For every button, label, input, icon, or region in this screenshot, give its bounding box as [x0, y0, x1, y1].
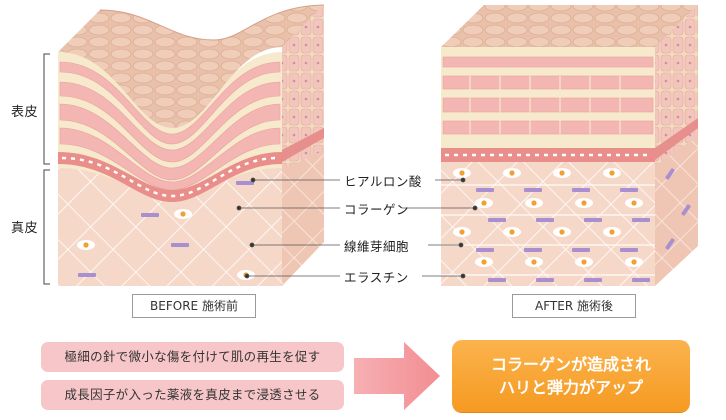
hyaluronic-acid-label: ヒアルロン酸	[344, 174, 422, 189]
before-caption: BEFORE 施術前	[132, 294, 256, 318]
before-skin-block	[58, 4, 325, 286]
elastin-label: エラスチン	[344, 270, 409, 285]
layer-brackets	[43, 53, 50, 285]
epidermis-label: 表皮	[11, 105, 39, 120]
collagen-label: コラーゲン	[344, 202, 410, 217]
fibroblast-label: 線維芽細胞	[344, 239, 410, 254]
step-needle-box: 極細の針で微小な傷を付けて肌の再生を促す	[41, 342, 344, 372]
step-growth-factor-box: 成長因子が入った薬液を真皮まで浸透させる	[41, 380, 344, 410]
result-line-2: ハリと弾力がアップ	[498, 378, 643, 397]
after-skin-block	[441, 5, 698, 286]
leader-lines	[236, 177, 478, 279]
dermis-label: 真皮	[11, 221, 39, 236]
after-caption: AFTER 施術後	[512, 294, 636, 318]
result-box: コラーゲンが造成され ハリと弾力がアップ	[452, 340, 690, 412]
result-arrow	[354, 342, 440, 410]
result-line-1: コラーゲンが造成され	[490, 355, 651, 374]
